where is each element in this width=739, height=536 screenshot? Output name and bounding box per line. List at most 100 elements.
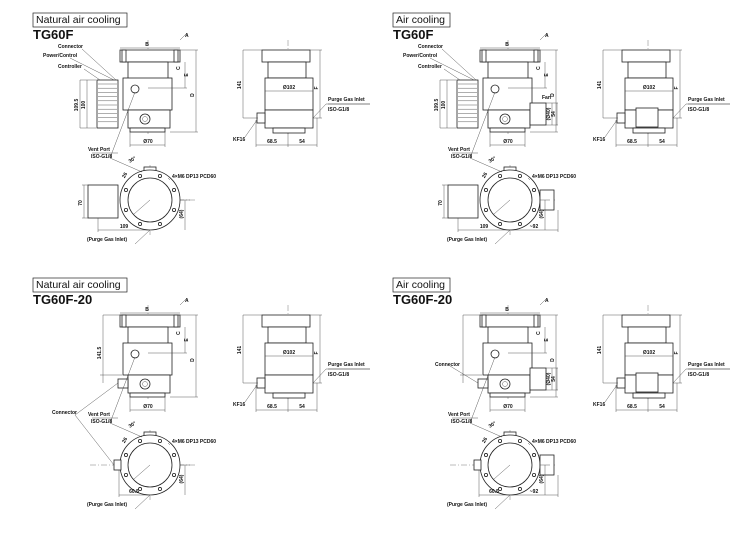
bolt-hole <box>532 453 537 458</box>
base-block <box>264 109 314 129</box>
leader-kf16 <box>604 119 618 138</box>
leader-power <box>69 57 115 81</box>
leader-vent <box>109 422 143 438</box>
label-purge_b: (Purge Gas Inlet) <box>447 237 487 243</box>
label-F: F <box>314 351 320 354</box>
controller-unit <box>447 184 479 219</box>
label-fan: Fan <box>542 95 551 101</box>
side-view <box>602 40 730 147</box>
label-A: A <box>545 298 549 304</box>
inlet-flange <box>479 49 541 63</box>
label-purge1: Purge Gas Inlet <box>328 97 365 103</box>
bolt-hole <box>123 472 128 477</box>
cooling-type-badge-frame <box>32 277 128 293</box>
label-dia70: Ø70 <box>503 404 513 410</box>
pump-neck <box>127 61 169 80</box>
radius-leader <box>133 199 151 215</box>
bolt-hole <box>517 438 522 443</box>
side-view <box>242 305 370 412</box>
label-purge_b: (Purge Gas Inlet) <box>87 237 127 243</box>
front-view <box>79 33 198 147</box>
label-dia102: Ø102 <box>643 350 655 356</box>
controller-unit <box>96 79 119 129</box>
label-d64: (64) <box>179 474 185 483</box>
label-d685: 68.5 <box>627 139 637 145</box>
flange-bolt <box>173 49 179 63</box>
label-dia70: Ø70 <box>503 139 513 145</box>
motor-housing <box>624 342 674 376</box>
radius-leader <box>493 464 511 480</box>
exhaust-port <box>139 113 151 125</box>
leader-purge <box>672 368 687 384</box>
radius-leader <box>133 464 151 480</box>
bolt-hole <box>138 487 143 492</box>
label-E: E <box>544 73 550 77</box>
label-controller: Controller <box>58 64 82 70</box>
label-h1415: 141.5 <box>97 347 103 360</box>
leader-kf16 <box>244 384 258 403</box>
bolt-hole <box>123 188 128 193</box>
label-purge2: ISO-G1/8 <box>328 107 349 113</box>
motor-housing <box>264 342 314 376</box>
front-view <box>460 298 558 412</box>
label-vent1: Vent Port <box>88 412 110 418</box>
pump-neck <box>267 326 307 344</box>
bolt-hole <box>498 173 503 178</box>
pump-neck <box>627 326 667 344</box>
cooling-type-badge-frame <box>392 12 451 28</box>
label-d64: (64) <box>179 209 185 218</box>
label-h1: 109.5 <box>434 99 440 112</box>
label-F: F <box>314 86 320 89</box>
label-side141: 141 <box>597 346 603 355</box>
leader-vent <box>469 157 503 173</box>
outlet-stub <box>129 127 166 133</box>
label-purge_b: (Purge Gas Inlet) <box>447 502 487 508</box>
label-d54: 54 <box>659 404 665 410</box>
motor-housing <box>264 77 314 111</box>
bolt-hole <box>498 487 503 492</box>
label-E: E <box>184 338 190 342</box>
bottom-view <box>90 430 195 510</box>
bolt-hole <box>483 453 488 458</box>
label-d26: 26 <box>121 171 129 179</box>
leader-vent <box>109 157 143 173</box>
leader-holes <box>167 442 171 446</box>
bolt-hole <box>172 207 177 212</box>
leader-a <box>539 33 547 41</box>
leader-connector <box>74 414 115 466</box>
model-name: TG60F <box>33 27 74 42</box>
label-d92: ~92 <box>530 489 539 495</box>
label-connector: Connector <box>52 410 77 416</box>
connector-block <box>117 378 129 389</box>
fan-unit <box>529 367 547 391</box>
label-d54b: 54 <box>551 111 557 117</box>
exhaust-port-inner <box>502 381 508 387</box>
leader-connector <box>81 48 117 81</box>
label-d64: (64) <box>539 474 545 483</box>
label-purge_b: (Purge Gas Inlet) <box>87 502 127 508</box>
bolt-hole <box>483 472 488 477</box>
label-dia70: Ø70 <box>143 404 153 410</box>
drawing-panel-0: Natural air coolingTG60FConnectorPower/C… <box>32 12 370 245</box>
label-holes: 4×M6 DP13 PCD60 <box>172 174 216 180</box>
vent-port <box>490 349 500 359</box>
motor-housing <box>482 342 533 376</box>
fan-mount <box>635 372 659 393</box>
inlet-flange <box>119 314 181 328</box>
outlet-stub <box>489 392 526 398</box>
label-E: E <box>184 73 190 77</box>
label-d54: 54 <box>659 139 665 145</box>
label-d54b: 54 <box>551 376 557 382</box>
label-vent2: ISO-G1/8 <box>91 154 112 160</box>
drawing-panel-3: Air coolingTG60F-20ConnectorABCDEFØ70Ven… <box>392 277 730 510</box>
label-purge1: Purge Gas Inlet <box>328 362 365 368</box>
cooling-type-badge-frame <box>392 277 451 293</box>
label-A: A <box>185 298 189 304</box>
label-ang: 30° <box>488 156 498 165</box>
leader-vent <box>109 91 136 159</box>
pump-neck <box>487 326 529 345</box>
label-F: F <box>674 351 680 354</box>
exhaust-port <box>499 113 511 125</box>
label-d109: 109 <box>480 224 489 230</box>
label-F: F <box>674 86 680 89</box>
